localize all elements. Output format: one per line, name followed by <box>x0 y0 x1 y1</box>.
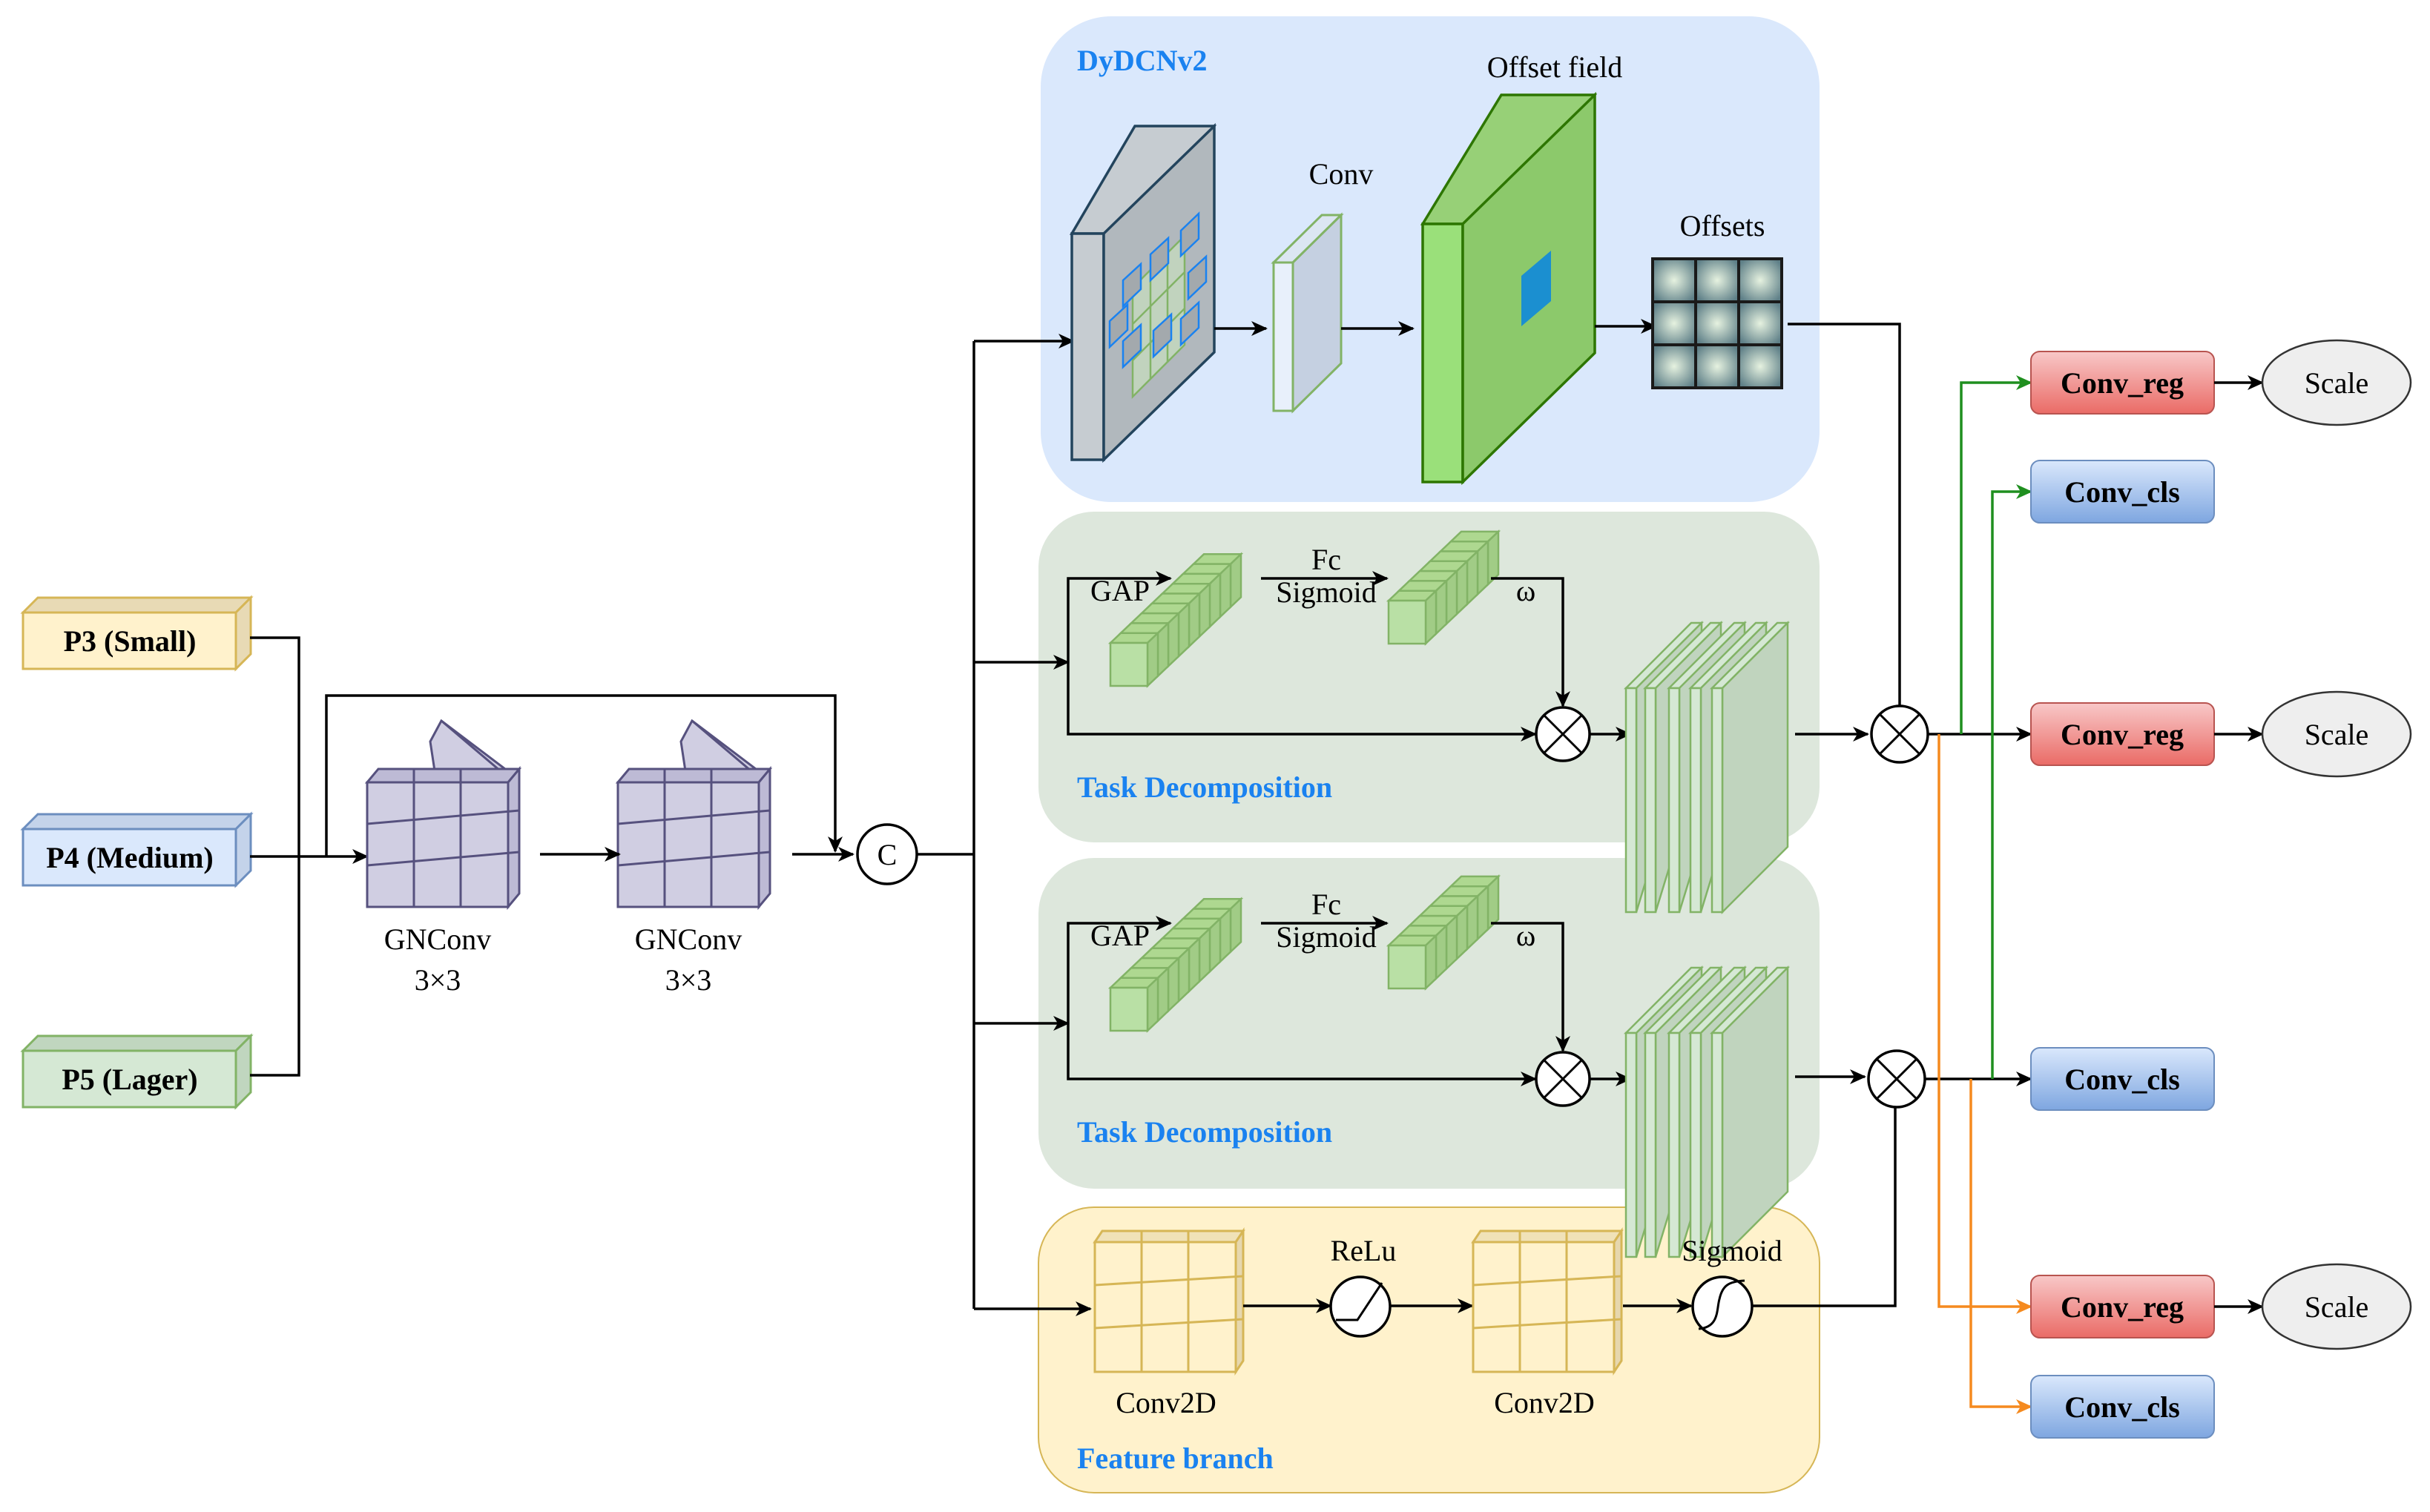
feature-vector-cell <box>1109 986 1149 1032</box>
gnconv-label: GNConv <box>635 922 742 956</box>
output-cls-4: Conv_cls <box>2030 1047 2215 1111</box>
input-box-3: P3 (Small) <box>20 595 254 672</box>
sigmoid-icon <box>1691 1275 1754 1338</box>
offset-cell <box>1651 257 1697 303</box>
offset-cell <box>1737 300 1783 346</box>
sigmoid-label: Sigmoid <box>1276 920 1377 954</box>
offset-cell <box>1694 300 1740 346</box>
gnconv-block-1: GNConv 3×3 <box>364 719 522 997</box>
task-multiply-node <box>1535 706 1591 762</box>
scale-node <box>2261 690 2412 778</box>
relu-label: ReLu <box>1331 1234 1397 1267</box>
scale-node <box>2261 1263 2412 1350</box>
input-box-4: P4 (Medium) <box>20 811 254 888</box>
feature-vector-cell <box>1109 641 1149 687</box>
offset-cell <box>1651 300 1697 346</box>
output-label: Conv_cls <box>2064 1063 2180 1096</box>
feature-branch-title: Feature branch <box>1077 1442 1274 1475</box>
input-box-5: P5 (Lager) <box>20 1033 254 1110</box>
offsets-label: Offsets <box>1680 209 1765 242</box>
output-label: Conv_reg <box>2061 718 2184 751</box>
output-cls-6: Conv_cls <box>2030 1375 2215 1439</box>
omega-label: ω <box>1516 574 1535 607</box>
task-multiply-node <box>1535 1051 1591 1107</box>
output-label: Conv_reg <box>2061 366 2184 400</box>
output-cls-2: Conv_cls <box>2030 460 2215 524</box>
gnconv-kernel-label: 3×3 <box>415 963 461 997</box>
omega-label: ω <box>1516 919 1535 952</box>
scale-label: Scale <box>2305 718 2369 751</box>
offset-cell <box>1651 343 1697 389</box>
concat-symbol: C <box>878 838 898 871</box>
feature-conv2d-2-label: Conv2D <box>1494 1386 1595 1419</box>
deformable-conv-feature-map <box>1069 122 1217 463</box>
dydcn-title: DyDCNv2 <box>1077 44 1208 77</box>
output-reg-3: Conv_reg Scale <box>2030 690 2412 778</box>
fc-label: Fc <box>1311 543 1341 576</box>
scale-label: Scale <box>2305 1290 2369 1324</box>
scale-label: Scale <box>2305 366 2369 400</box>
sigmoid-label: Sigmoid <box>1276 575 1377 609</box>
input-label: P5 (Lager) <box>62 1063 197 1096</box>
multiply-node-top <box>1870 704 1929 764</box>
relu-icon <box>1329 1275 1392 1338</box>
task-aligned-feature-stack <box>1623 620 1791 915</box>
offset-field-label: Offset field <box>1487 50 1623 84</box>
conv-label: Conv <box>1309 157 1374 191</box>
gnconv-kernel-label: 3×3 <box>665 963 712 997</box>
feature-conv2d-2 <box>1471 1227 1624 1376</box>
offset-cell <box>1737 343 1783 389</box>
gap-label: GAP <box>1090 919 1150 952</box>
gnconv-label: GNConv <box>384 922 491 956</box>
feature-sigmoid-label: Sigmoid <box>1682 1234 1782 1267</box>
feature-conv2d-1 <box>1093 1227 1245 1376</box>
input-label: P3 (Small) <box>64 624 197 658</box>
offset-cell <box>1694 343 1740 389</box>
output-reg-1: Conv_reg Scale <box>2030 339 2412 426</box>
output-label: Conv_cls <box>2064 475 2180 509</box>
output-reg-5: Conv_reg Scale <box>2030 1263 2412 1350</box>
gnconv-block-2: GNConv 3×3 <box>615 719 773 997</box>
input-label: P4 (Medium) <box>46 841 214 874</box>
gap-label: GAP <box>1090 574 1150 607</box>
feature-conv2d-1-label: Conv2D <box>1116 1386 1216 1419</box>
output-label: Conv_cls <box>2064 1390 2180 1424</box>
offset-cell <box>1694 257 1740 303</box>
offsets-grid <box>1651 257 1783 389</box>
feature-vector-cell <box>1387 599 1427 645</box>
task-decomposition-title: Task Decomposition <box>1077 770 1332 804</box>
conv-layer <box>1271 212 1344 414</box>
task-aligned-feature-stack <box>1623 965 1791 1260</box>
multiply-node-bottom <box>1867 1049 1926 1109</box>
output-label: Conv_reg <box>2061 1290 2184 1324</box>
fc-label: Fc <box>1311 888 1341 921</box>
task-decomposition-title: Task Decomposition <box>1077 1115 1332 1149</box>
concat-node: C <box>856 823 918 885</box>
offset-field-map <box>1420 91 1598 486</box>
offset-cell <box>1737 257 1783 303</box>
feature-vector-cell <box>1387 944 1427 990</box>
scale-node <box>2261 339 2412 426</box>
